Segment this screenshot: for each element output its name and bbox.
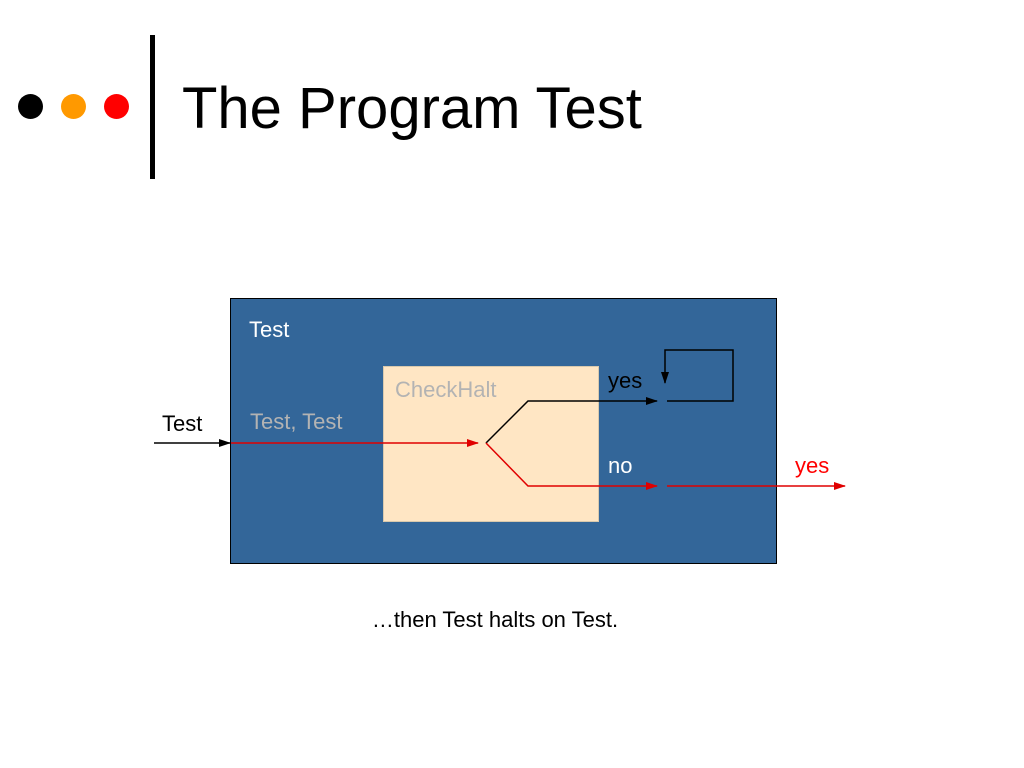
slide-title: The Program Test xyxy=(182,76,642,141)
checkhalt-input-label: Test, Test xyxy=(250,409,343,434)
no-branch-label: no xyxy=(608,453,633,478)
red-bullet-dot-icon xyxy=(104,94,129,119)
orange-bullet-dot-icon xyxy=(61,94,86,119)
title-divider xyxy=(150,35,155,179)
yes-branch-label: yes xyxy=(608,368,643,393)
checkhalt-label: CheckHalt xyxy=(395,377,497,402)
slide-caption: …then Test halts on Test. xyxy=(371,607,619,632)
output-yes-label: yes xyxy=(795,453,830,478)
test-box-label: Test xyxy=(249,317,290,342)
input-label: Test xyxy=(162,411,203,436)
black-bullet-dot-icon xyxy=(18,94,43,119)
